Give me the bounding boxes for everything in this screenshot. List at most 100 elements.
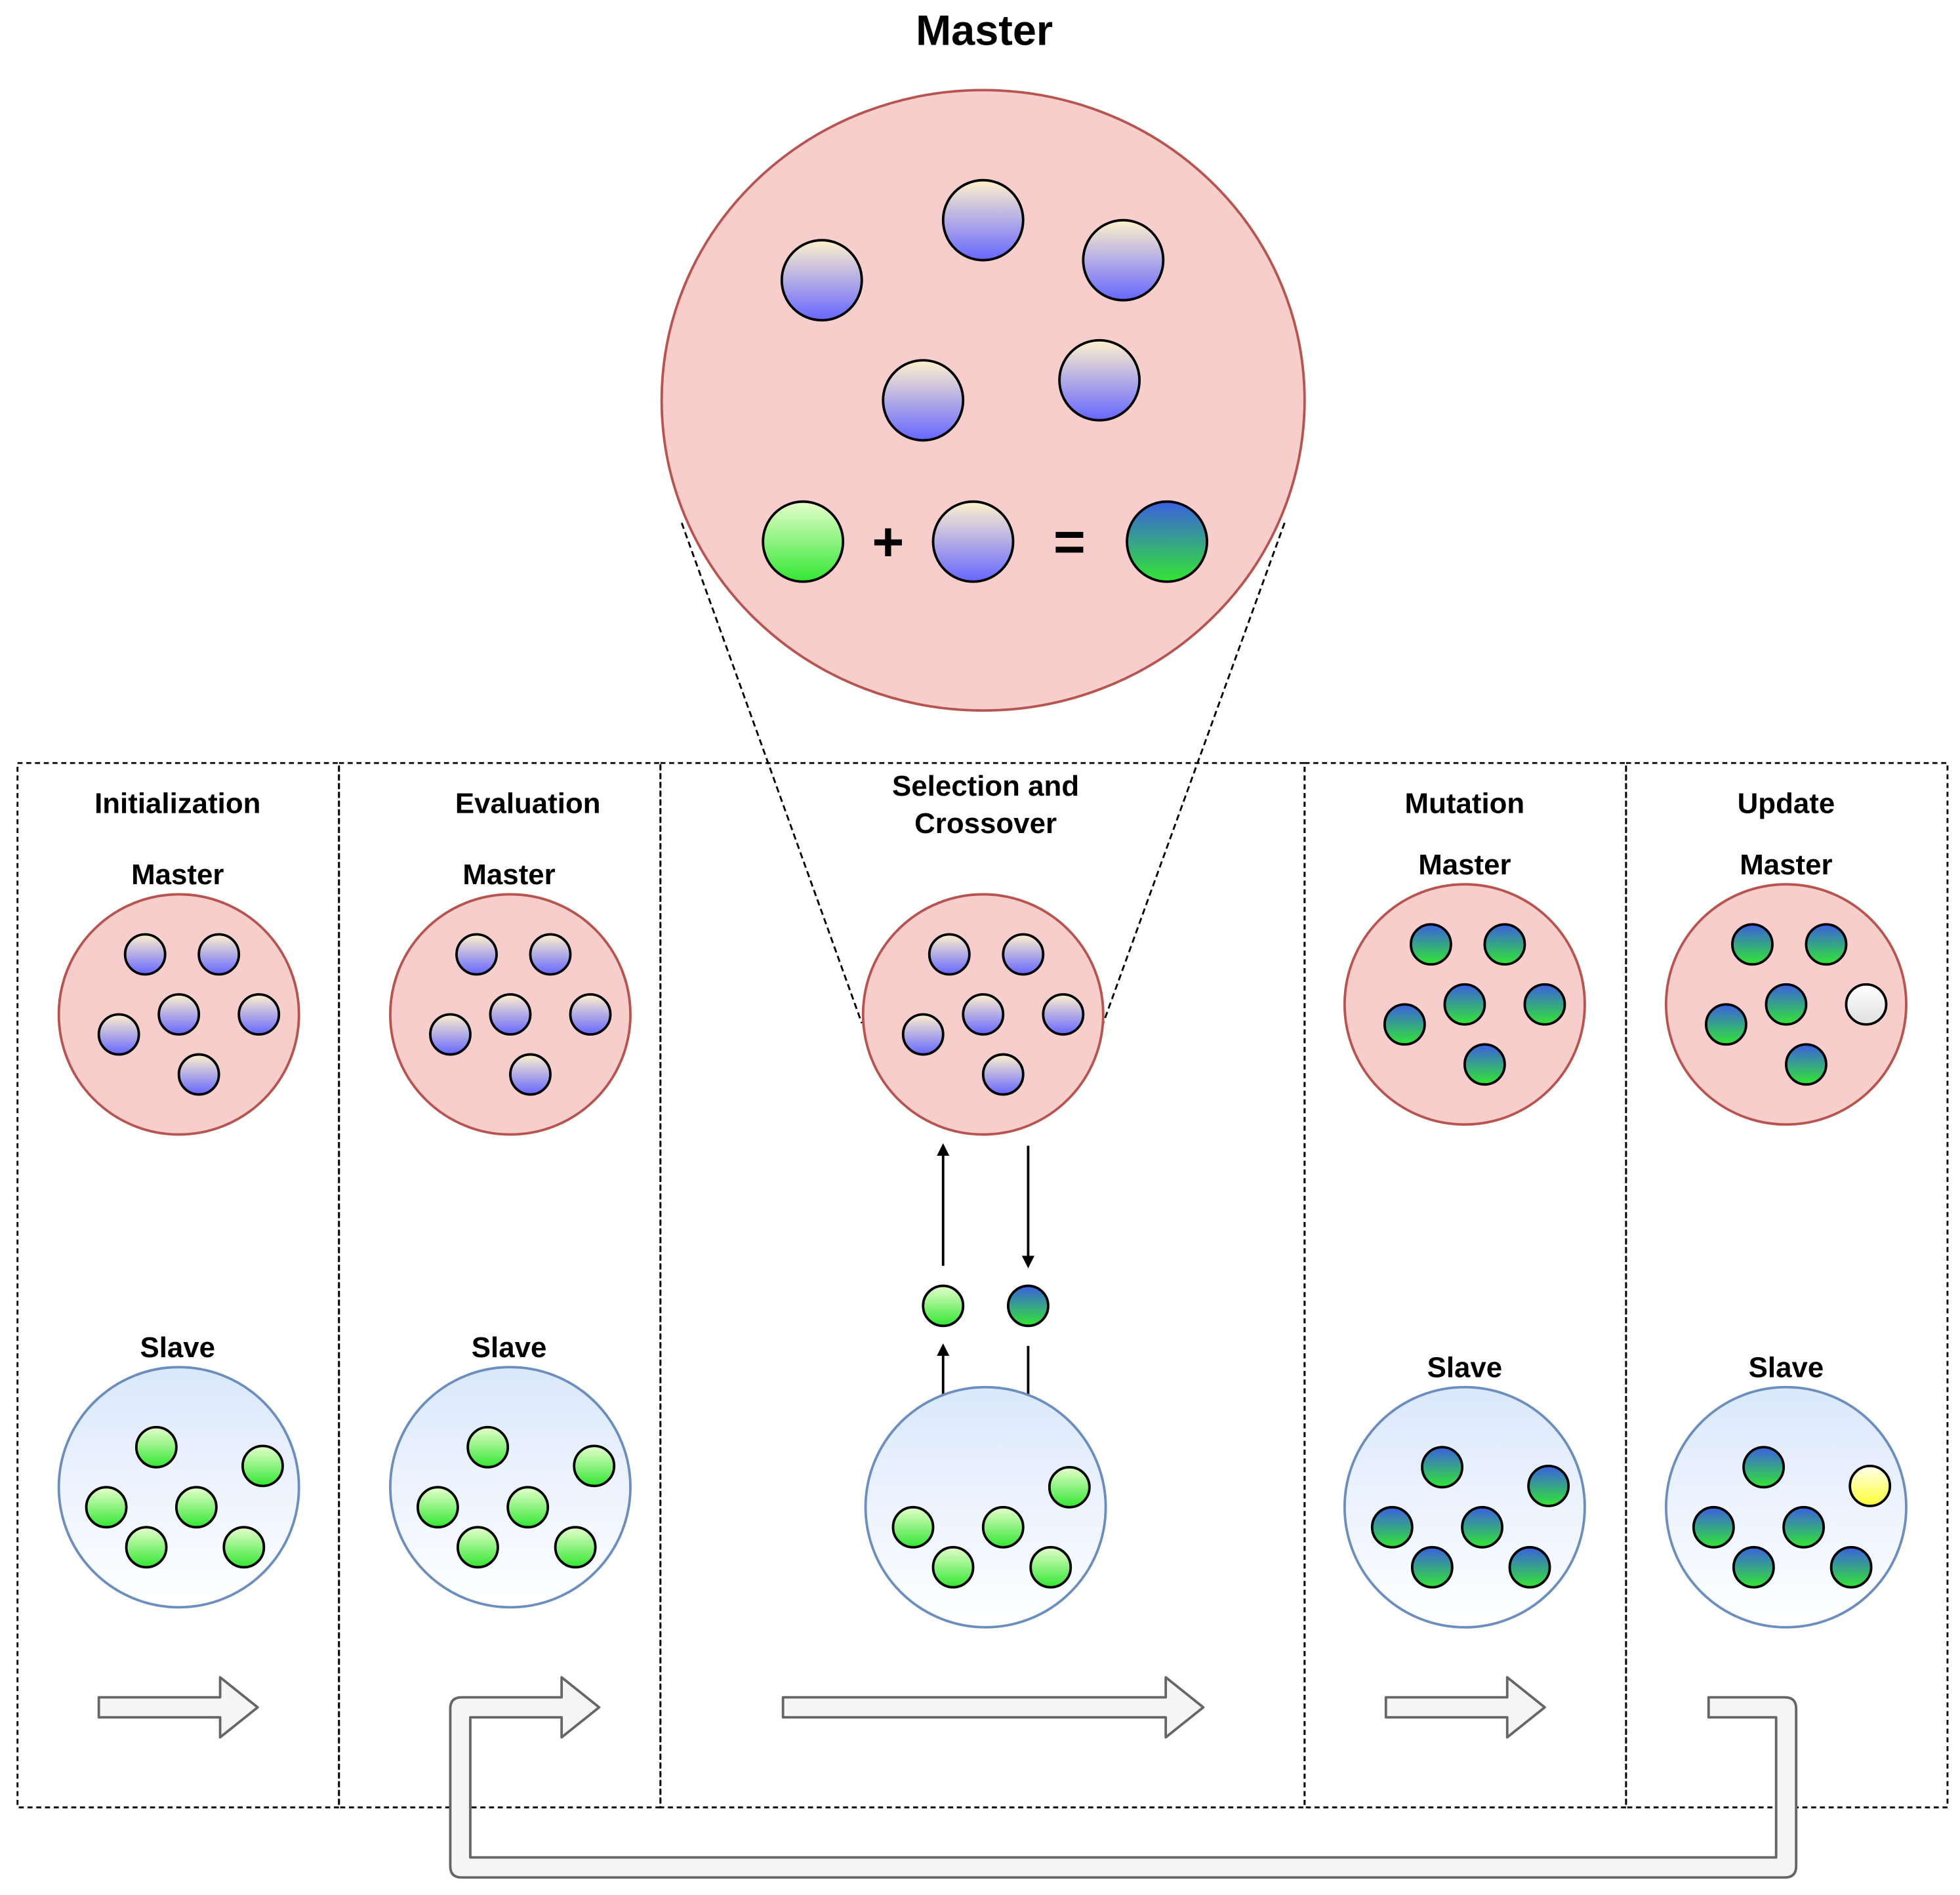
- update-slave: [1664, 1385, 1908, 1629]
- individual-white: [1845, 983, 1888, 1026]
- flow-arrows: [97, 1676, 1798, 1879]
- individual-green: [891, 1505, 935, 1549]
- individual-green: [981, 1505, 1025, 1549]
- individual-purple: [157, 993, 201, 1036]
- individual-green: [506, 1486, 550, 1529]
- individual-green: [573, 1444, 616, 1488]
- individual-green: [1029, 1545, 1072, 1589]
- individual-mixed: [1805, 923, 1848, 966]
- individual-purple: [123, 933, 167, 976]
- individual-mixed: [1705, 1003, 1747, 1046]
- slave-population: [1664, 1385, 1908, 1629]
- individual-purple: [928, 933, 971, 976]
- master-label: Master: [1740, 849, 1832, 881]
- individual-purple: [901, 1013, 945, 1056]
- individual-purple: [1058, 338, 1141, 422]
- flow-arrow-mutation: [1384, 1676, 1546, 1739]
- offspring-mixed: [1126, 500, 1208, 583]
- individual-mixed: [1523, 983, 1566, 1026]
- slave-label: Slave: [1749, 1351, 1824, 1383]
- individual-purple: [962, 993, 1005, 1036]
- individual-purple: [780, 239, 863, 322]
- individual-mixed: [1483, 923, 1526, 966]
- initialization-slave: [57, 1366, 300, 1609]
- zoom-line-left: [680, 522, 863, 1024]
- stage-title-evaluation: Evaluation: [455, 788, 601, 820]
- individual-purple: [455, 933, 498, 976]
- individual-mixed: [1742, 1446, 1786, 1489]
- update-master: [1664, 883, 1908, 1126]
- stage-title-selection-line1: Selection and: [892, 770, 1079, 802]
- individual-purple: [509, 1053, 552, 1096]
- individual-green: [174, 1486, 218, 1529]
- mutation-master: [1343, 883, 1586, 1126]
- mutation-slave: [1343, 1385, 1586, 1629]
- individual-purple: [489, 993, 532, 1036]
- evaluation-master: [389, 893, 632, 1136]
- individual-purple: [981, 1053, 1025, 1096]
- individual-green: [466, 1425, 510, 1469]
- slave-label: Slave: [472, 1332, 547, 1364]
- parent-purple: [931, 500, 1015, 583]
- individual-purple: [1002, 933, 1045, 976]
- slave-label: Slave: [140, 1332, 215, 1364]
- evaluation-slave: [389, 1366, 632, 1609]
- parent-green: [762, 500, 845, 583]
- individual-mixed: [1461, 1505, 1504, 1549]
- individual-purple: [237, 993, 281, 1036]
- stage-title-mutation: Mutation: [1405, 788, 1525, 820]
- individual-green: [554, 1526, 597, 1569]
- individual-green: [125, 1526, 168, 1569]
- individual-mixed: [1731, 923, 1774, 966]
- migrant-green: [922, 1284, 965, 1328]
- flow-arrow-selection: [781, 1676, 1205, 1739]
- individual-purple: [97, 1013, 140, 1056]
- initialization-master: [57, 893, 300, 1136]
- flow-arrow-initialization: [97, 1676, 259, 1739]
- individual-mixed: [1765, 983, 1808, 1026]
- individual-mixed: [1409, 923, 1452, 966]
- individual-green: [456, 1526, 499, 1569]
- master-label: Master: [462, 859, 555, 891]
- individual-mixed: [1527, 1464, 1570, 1507]
- slave-population: [1343, 1385, 1586, 1629]
- individual-mixed: [1410, 1545, 1454, 1589]
- selection-master: [861, 893, 1105, 1136]
- individual-green: [222, 1526, 266, 1569]
- stage-title-selection-line2: Crossover: [914, 807, 1057, 840]
- individual-green: [931, 1545, 975, 1589]
- stage-title-initialization: Initialization: [94, 788, 260, 820]
- individual-green: [85, 1486, 128, 1529]
- offspring-mixed: [1006, 1284, 1050, 1328]
- individual-green: [416, 1486, 459, 1529]
- individual-yellow: [1848, 1464, 1892, 1507]
- master-zoom-view: + =: [660, 89, 1306, 712]
- individual-purple: [177, 1053, 220, 1096]
- plus-operator: +: [872, 510, 904, 572]
- individual-mixed: [1443, 983, 1486, 1026]
- individual-green: [241, 1444, 284, 1488]
- individual-mixed: [1508, 1545, 1551, 1589]
- equals-operator: =: [1053, 510, 1086, 572]
- individual-mixed: [1383, 1003, 1426, 1046]
- individual-purple: [529, 933, 572, 976]
- individual-mixed: [1370, 1505, 1414, 1549]
- individual-mixed: [1782, 1505, 1826, 1549]
- individual-purple: [882, 359, 965, 442]
- individual-mixed: [1692, 1505, 1735, 1549]
- selection-slave: [864, 1385, 1107, 1629]
- individual-mixed: [1785, 1043, 1827, 1086]
- individual-purple: [429, 1013, 472, 1056]
- diagram-title: Master: [916, 7, 1053, 54]
- individual-green: [1048, 1465, 1091, 1509]
- slave-population: [57, 1366, 300, 1609]
- individual-green: [134, 1425, 178, 1469]
- individual-purple: [1082, 218, 1165, 302]
- individual-purple: [1042, 993, 1085, 1036]
- individual-mixed: [1463, 1043, 1506, 1086]
- individual-purple: [569, 993, 612, 1036]
- stage-title-update: Update: [1738, 788, 1835, 820]
- slave-population: [389, 1366, 632, 1609]
- zoom-line-right: [1102, 522, 1286, 1024]
